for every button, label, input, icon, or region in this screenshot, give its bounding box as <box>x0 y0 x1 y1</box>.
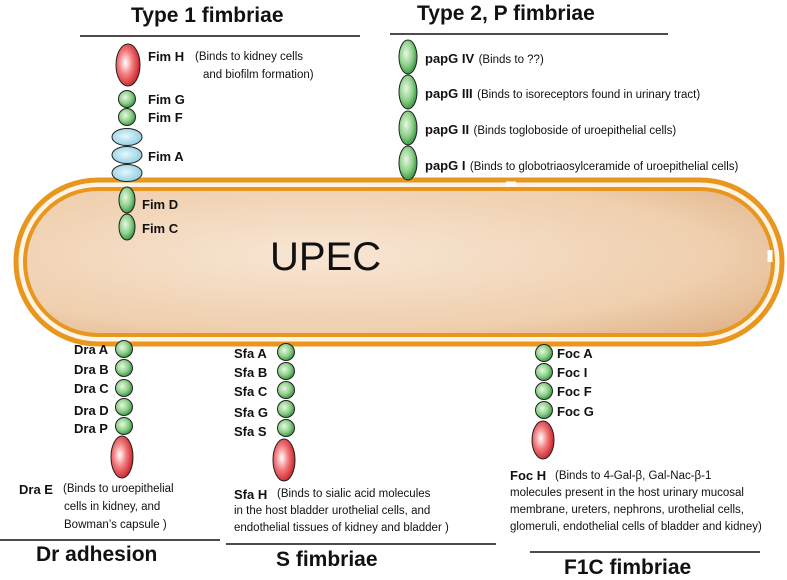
fimH-subunit <box>115 43 141 87</box>
sfaH-subunit <box>272 438 296 482</box>
cell-label: UPEC <box>270 235 382 279</box>
sfaG-label: Sfa G <box>234 405 268 420</box>
draP-subunit <box>115 417 133 435</box>
fimA-subunit <box>111 128 143 146</box>
papG-IV-desc: (Binds to ??) <box>478 54 544 66</box>
fimH-desc-line2: and biofilm formation) <box>203 69 314 81</box>
focH-desc-line3: membrane, ureters, nephrons, urothelial … <box>510 504 744 516</box>
fimC-label: Fim C <box>142 221 179 236</box>
papG-II-desc: (Binds togloboside of uroepithelial cell… <box>473 125 677 137</box>
sfaA-subunit <box>277 343 295 361</box>
focF-label: Foc F <box>557 384 592 399</box>
draP-label: Dra P <box>74 421 108 436</box>
papG-IV-subunit <box>398 39 418 75</box>
fimF-label: Fim F <box>148 110 183 125</box>
draA-label: Dra A <box>74 342 109 357</box>
fimA-label: Fim A <box>148 149 184 164</box>
focG-subunit <box>535 401 553 419</box>
papG-I-subunit <box>398 145 418 181</box>
s-title: S fimbriae <box>276 548 378 571</box>
draE-desc-line2: cells in kidney, and <box>64 501 161 513</box>
focF-subunit <box>535 382 553 400</box>
sfaS-label: Sfa S <box>234 424 267 439</box>
fimA-subunit <box>111 146 143 164</box>
sfaH-desc-line1: (Binds to sialic acid molecules <box>277 488 431 500</box>
focH-subunit <box>531 420 555 460</box>
fimH-label: Fim H <box>148 49 185 64</box>
draE-subunit <box>110 435 134 479</box>
focA-label: Foc A <box>557 346 593 361</box>
papG-III-row: papG III (Binds to isoreceptors found in… <box>425 85 700 103</box>
sfaB-label: Sfa B <box>234 365 268 380</box>
f1c-title: F1C fimbriae <box>564 556 692 579</box>
fimA-subunit <box>111 164 143 182</box>
papG-II-subunit <box>398 110 418 146</box>
fimG-label: Fim G <box>148 92 185 107</box>
sfaC-subunit <box>277 381 295 399</box>
fimF-subunit <box>118 108 136 126</box>
papG-IV-label: papG IV <box>425 51 475 66</box>
fimD-label: Fim D <box>142 197 179 212</box>
papG-II-row: papG II (Binds togloboside of uroepithel… <box>425 121 676 139</box>
draE-label: Dra E <box>19 482 53 497</box>
sfaH-desc-line2: in the host bladder urothelial cells, an… <box>234 505 431 517</box>
focG-label: Foc G <box>557 404 594 419</box>
papG-I-row: papG I (Binds to globotriaosylceramide o… <box>425 157 738 175</box>
type1-title: Type 1 fimbriae <box>131 4 284 27</box>
focA-subunit <box>535 344 553 362</box>
papG-IV-row: papG IV (Binds to ??) <box>425 50 544 68</box>
draB-subunit <box>115 359 133 377</box>
fimD-subunit <box>118 186 136 214</box>
sfaS-subunit <box>277 419 295 437</box>
type2-title: Type 2, P fimbriae <box>417 2 595 25</box>
fimH-desc-line1: (Binds to kidney cells <box>195 51 304 63</box>
focH-desc-line1: (Binds to 4-Gal-β, Gal-Nac-β-1 <box>555 470 712 482</box>
draB-label: Dra B <box>74 362 109 377</box>
fimC-subunit <box>118 213 136 241</box>
papG-I-label: papG I <box>425 158 466 173</box>
draA-subunit <box>115 340 133 358</box>
sfaG-subunit <box>277 400 295 418</box>
draD-subunit <box>115 398 133 416</box>
fimG-subunit <box>118 90 136 108</box>
papG-II-label: papG II <box>425 122 470 137</box>
focI-label: Foc I <box>557 365 588 380</box>
draE-desc-line1: (Binds to uroepithelial <box>63 483 174 495</box>
focH-desc-line2: molecules present in the host urinary mu… <box>510 487 744 499</box>
draC-label: Dra C <box>74 381 109 396</box>
papG-I-desc: (Binds to globotriaosylceramide of uroep… <box>469 161 739 173</box>
draC-subunit <box>115 379 133 397</box>
papG-III-desc: (Binds to isoreceptors found in urinary … <box>477 89 701 101</box>
focH-label: Foc H <box>510 468 547 483</box>
dr-title: Dr adhesion <box>36 543 158 566</box>
sfaC-label: Sfa C <box>234 384 268 399</box>
sfaB-subunit <box>277 362 295 380</box>
sfaA-label: Sfa A <box>234 346 267 361</box>
sfaH-label: Sfa H <box>234 487 268 502</box>
cell-inner-membrane <box>23 187 775 337</box>
focH-desc-line4: glomeruli, endothelial cells of bladder … <box>510 521 762 533</box>
papG-III-subunit <box>398 74 418 110</box>
focI-subunit <box>535 363 553 381</box>
draD-label: Dra D <box>74 403 109 418</box>
sfaH-desc-line3: endothelial tissues of kidney and bladde… <box>234 522 449 534</box>
papG-III-label: papG III <box>425 86 473 101</box>
draE-desc-line3: Bowman’s capsule ) <box>64 519 167 531</box>
